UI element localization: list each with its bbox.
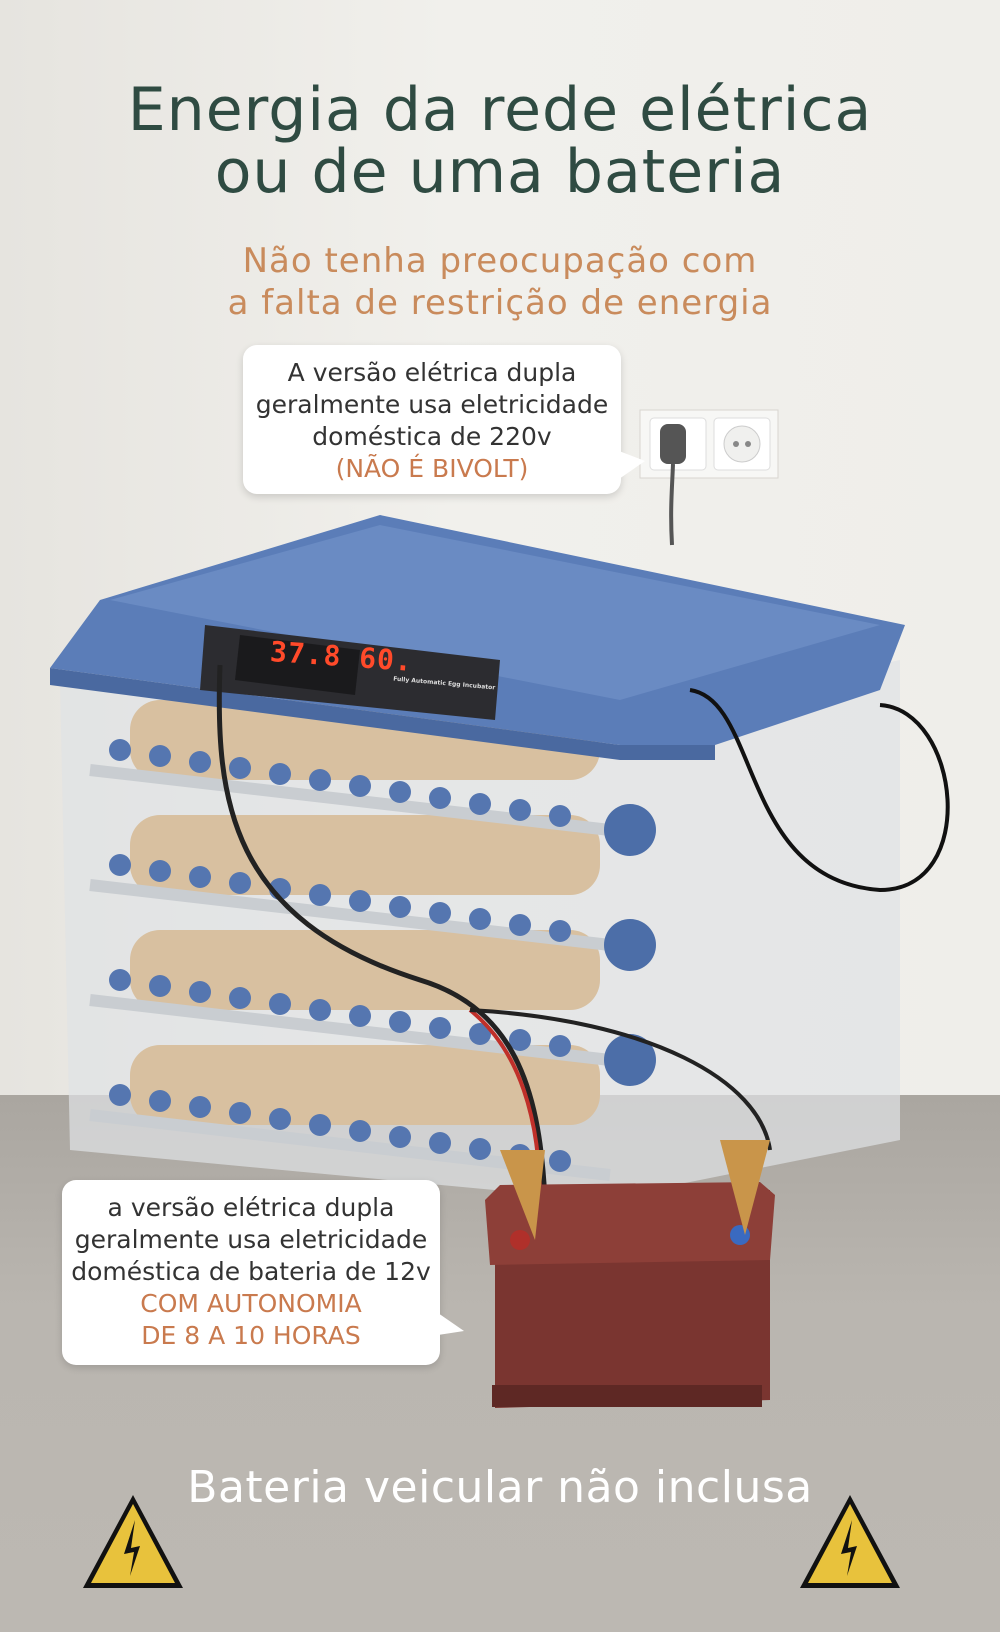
high-voltage-warning-icon bbox=[83, 1495, 183, 1588]
subtitle-line1: Não tenha preocupação com bbox=[242, 241, 758, 281]
callout-highlight: COM AUTONOMIA bbox=[140, 1289, 362, 1318]
car-battery-icon bbox=[485, 1140, 775, 1408]
incubator-lid bbox=[50, 515, 905, 760]
battery-power-callout: a versão elétrica dupla geralmente usa e… bbox=[62, 1180, 464, 1365]
high-voltage-warning-icon bbox=[800, 1495, 900, 1588]
wall-outlet-icon bbox=[639, 409, 779, 546]
temperature-value: 37.8 bbox=[269, 635, 343, 673]
egg-trays bbox=[60, 660, 900, 1200]
battery-not-included-notice: Bateria veicular não inclusa bbox=[187, 1462, 813, 1513]
callout-text: geralmente usa eletricidade bbox=[255, 390, 609, 419]
callout-text: A versão elétrica dupla bbox=[287, 358, 577, 387]
subtitle-line2: a falta de restrição de energia bbox=[227, 283, 773, 323]
callout-text: doméstica de bateria de 12v bbox=[71, 1257, 431, 1286]
callout-text: geralmente usa eletricidade bbox=[74, 1225, 428, 1254]
callout-highlight: DE 8 A 10 HORAS bbox=[141, 1321, 361, 1350]
callout-text: doméstica de 220v bbox=[312, 422, 552, 451]
page-title-line2: ou de uma bateria bbox=[214, 137, 786, 207]
callout-text: a versão elétrica dupla bbox=[107, 1193, 395, 1222]
mains-power-callout: A versão elétrica dupla geralmente usa e… bbox=[243, 345, 645, 494]
humidity-value: 60. bbox=[358, 641, 414, 678]
page-title-line1: Energia da rede elétrica bbox=[127, 75, 873, 145]
callout-highlight: (NÃO É BIVOLT) bbox=[335, 454, 529, 483]
